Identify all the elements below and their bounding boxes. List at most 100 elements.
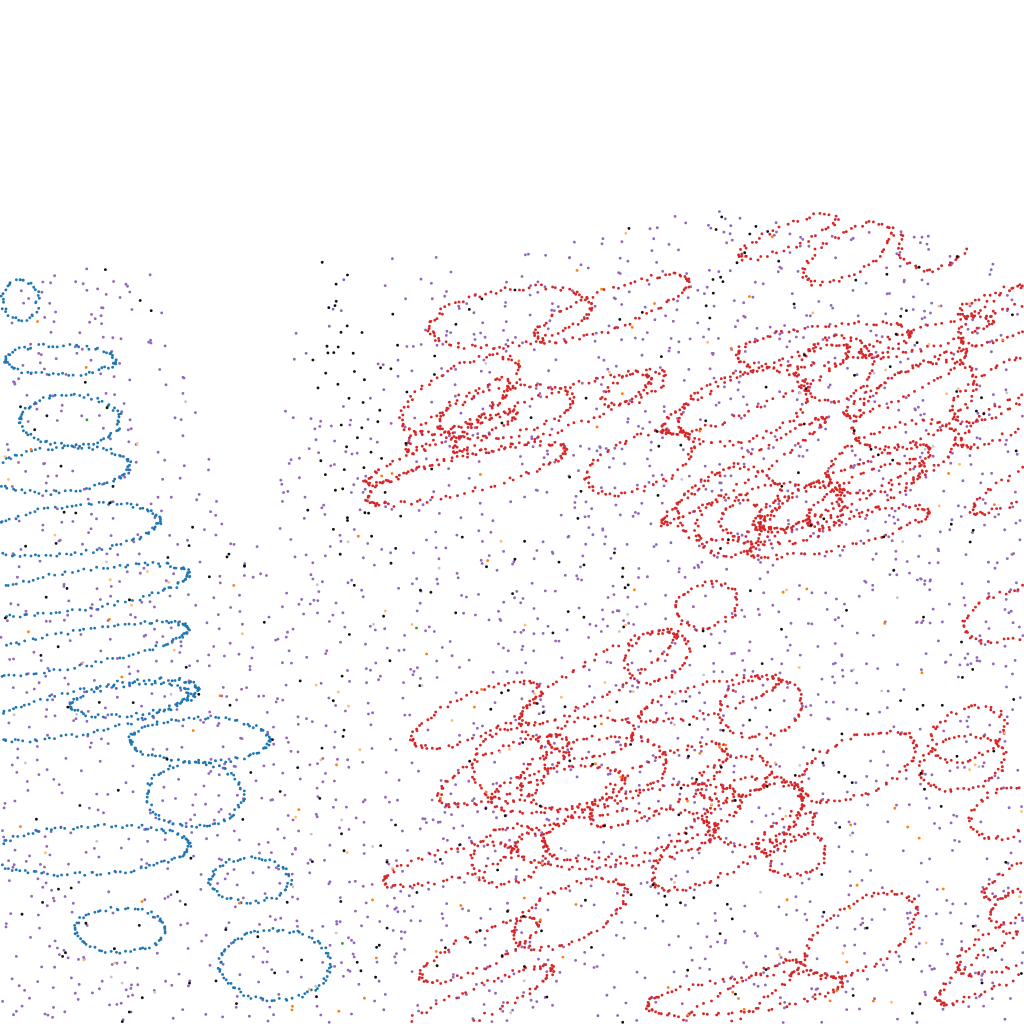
cell-dot-purple <box>439 779 443 782</box>
cell-dot-red <box>979 642 983 645</box>
cell-dot-blue <box>133 907 137 911</box>
cell-dot-purple <box>272 742 276 746</box>
cell-dot-purple <box>988 723 992 727</box>
cell-dot-purple <box>748 640 752 644</box>
cell-dot-purple <box>181 724 185 728</box>
cell-dot-purple <box>537 957 540 961</box>
cell-dot-red <box>450 459 454 463</box>
cell-dot-purple <box>1003 644 1007 648</box>
cell-dot-purple <box>353 879 357 883</box>
cell-dot-purple <box>14 955 18 958</box>
cell-dot-blue <box>237 805 241 809</box>
cell-dot-purple <box>127 837 131 841</box>
cell-dot-purple <box>254 779 258 783</box>
cell-dot-purple <box>786 686 789 689</box>
cell-dot-red <box>987 882 991 886</box>
cell-dot-blue <box>81 940 85 943</box>
cell-dot-purple <box>796 270 800 273</box>
cell-dot-purple <box>482 1003 486 1006</box>
cell-dot-red <box>633 727 636 731</box>
cell-dot-purple <box>619 743 622 747</box>
cell-dot-blue <box>324 979 328 982</box>
cell-dot-purple <box>613 446 617 450</box>
cell-dot-red <box>722 468 725 471</box>
cell-dot-blue <box>52 873 56 877</box>
cell-dot-purple <box>801 238 805 241</box>
cell-dot-purple <box>736 388 740 392</box>
cell-dot-purple <box>786 489 790 493</box>
cell-dot-red <box>761 543 765 546</box>
cell-dot-red <box>816 501 820 504</box>
cell-dot-blue <box>140 823 144 827</box>
cell-dot-purple <box>207 772 211 775</box>
cell-dot-red <box>542 757 546 761</box>
cell-dot-purple <box>75 351 79 355</box>
cell-dot-red <box>906 763 909 766</box>
cell-dot-red <box>796 785 800 789</box>
cell-dot-red <box>816 931 819 935</box>
cell-dot-blue <box>60 506 64 510</box>
cell-dot-blue <box>238 787 242 791</box>
cell-dot-purple <box>978 995 981 998</box>
cell-dot-blue <box>224 716 228 720</box>
cell-dot-purple <box>424 328 427 332</box>
cell-dot-blue <box>89 606 92 610</box>
cell-dot-purple <box>664 711 668 715</box>
cell-dot-red <box>500 444 503 448</box>
cell-dot-purple <box>575 775 579 779</box>
cell-dot-blue <box>101 625 104 629</box>
cell-dot-blue <box>52 668 56 671</box>
cell-dot-blue <box>105 351 108 355</box>
cell-dot-red <box>424 442 428 446</box>
cell-dot-purple <box>723 474 727 478</box>
cell-dot-red <box>912 739 916 743</box>
cell-dot-red <box>526 825 529 828</box>
cell-dot-purple <box>598 445 602 448</box>
cell-dot-red <box>567 753 571 757</box>
cell-dot-red <box>520 730 524 734</box>
cell-dot-red <box>430 495 434 499</box>
cell-dot-purple <box>538 682 542 686</box>
cell-dot-red <box>501 827 505 831</box>
cell-dot-blue <box>152 863 156 867</box>
cell-dot-purple <box>661 919 665 923</box>
cell-dot-purple <box>993 774 997 778</box>
cell-dot-red <box>521 770 525 774</box>
cell-dot-purple <box>284 635 288 639</box>
cell-dot-red <box>702 782 706 786</box>
cell-dot-purple <box>554 639 557 643</box>
cell-dot-purple <box>762 591 766 595</box>
cell-dot-purple <box>685 1019 688 1022</box>
cell-dot-blue <box>326 955 330 958</box>
cell-dot-blue <box>155 619 159 623</box>
cell-dot-purple <box>169 893 173 897</box>
cell-dot-purple <box>693 888 696 892</box>
cell-dot-purple <box>551 1003 554 1007</box>
cell-dot-red <box>406 470 410 473</box>
cell-dot-blue <box>46 698 49 702</box>
cell-dot-purple <box>17 984 21 988</box>
cell-dot-purple <box>921 399 925 402</box>
cell-dot-red <box>694 484 697 488</box>
cell-dot-purple <box>1018 696 1022 699</box>
cell-dot-purple <box>363 798 367 802</box>
cell-dot-blue <box>197 761 201 765</box>
cell-dot-purple <box>328 545 332 548</box>
cell-dot-red <box>534 791 537 795</box>
cell-dot-purple <box>969 662 973 665</box>
cell-dot-purple <box>443 811 447 814</box>
cell-dot-red <box>1004 592 1008 596</box>
cell-dot-blue <box>57 491 61 495</box>
cell-dot-purple <box>955 814 959 818</box>
cell-dot-blue <box>157 562 161 566</box>
cell-dot-red <box>606 716 610 720</box>
cell-dot-purple <box>350 578 353 582</box>
cell-dot-purple <box>563 573 567 577</box>
cell-dot-blue <box>9 839 12 843</box>
cell-dot-purple <box>783 324 786 327</box>
cell-dot-purple <box>333 439 336 443</box>
cell-dot-blue <box>119 502 123 506</box>
cell-dot-blue <box>151 561 155 564</box>
cell-dot-purple <box>987 627 991 630</box>
cell-dot-red <box>801 773 804 777</box>
